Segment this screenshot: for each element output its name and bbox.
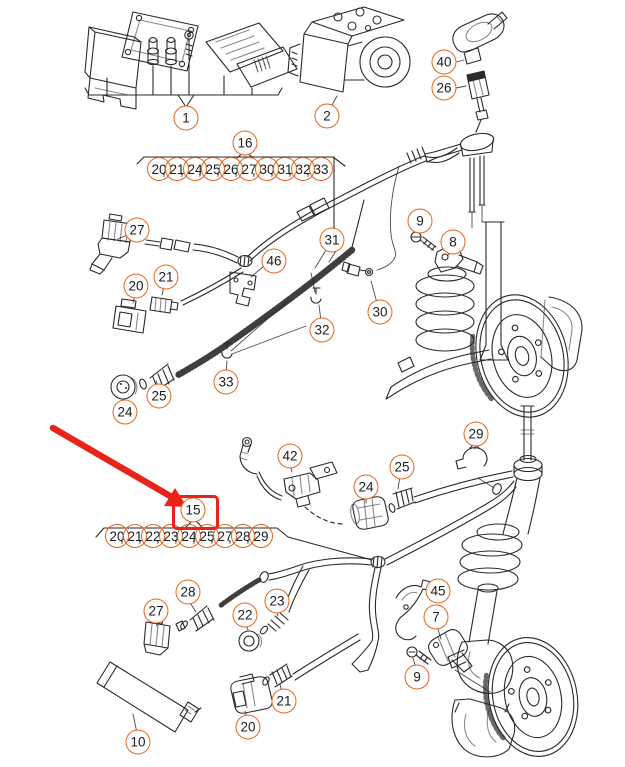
callout-part-8[interactable]: 8 (440, 229, 466, 255)
bolt-9a-drawing (410, 231, 437, 251)
front-strut-drawing (447, 405, 543, 694)
callout-part-40[interactable]: 40 (431, 49, 457, 75)
callout-part-27-upper[interactable]: 27 (124, 217, 150, 243)
callout-part-9-lower[interactable]: 9 (404, 664, 430, 690)
front-disc-drawing (451, 637, 579, 758)
callout-part-23[interactable]: 23 (264, 588, 290, 614)
callout-part-42[interactable]: 42 (277, 443, 303, 469)
callout-part-2[interactable]: 2 (314, 103, 340, 129)
callout-part-32[interactable]: 32 (309, 317, 335, 343)
callout-part-46[interactable]: 46 (261, 248, 287, 274)
callout-part-9-upper[interactable]: 9 (407, 208, 433, 234)
upper-harness-drawing (89, 146, 460, 400)
connector-20b-21b-drawing (230, 663, 293, 714)
red-pointer-arrow (49, 424, 187, 507)
callout-part-1[interactable]: 1 (173, 105, 199, 131)
front-sensor-42-drawing (239, 436, 346, 525)
callout-part-25-mid[interactable]: 25 (389, 454, 415, 480)
callout-row-group-15: 20, 21, 22, 23, 24, 25, 27, 28, 29 (105, 524, 273, 548)
callout-part-22[interactable]: 22 (232, 602, 258, 628)
row1-callout-33[interactable]: 33 (309, 157, 333, 181)
callout-part-30[interactable]: 30 (367, 299, 393, 325)
callout-part-10[interactable]: 10 (125, 729, 151, 755)
bolt-9b-drawing (406, 646, 432, 665)
grease-tube-drawing (96, 661, 202, 733)
callout-part-24-mid[interactable]: 24 (353, 474, 379, 500)
boot-25b-drawing (392, 470, 514, 510)
selected-callout-highlight (172, 495, 219, 530)
rear-suspension-drawing (385, 221, 583, 418)
clip-29-drawing (455, 443, 495, 489)
abs-hydraulic-unit-drawing (287, 6, 411, 93)
callout-part-21-lower[interactable]: 21 (271, 688, 297, 714)
callout-part-20-lower[interactable]: 20 (235, 714, 261, 740)
callout-part-25-upper[interactable]: 25 (146, 383, 172, 409)
callout-group-16[interactable]: 16 (232, 130, 258, 156)
callout-part-29[interactable]: 29 (463, 421, 489, 447)
rear-sensor-and-connector-drawing (424, 11, 508, 229)
abs-control-module-drawing (84, 11, 298, 110)
lower-harness-drawing (143, 480, 517, 681)
callout-part-27-lower[interactable]: 27 (143, 598, 169, 624)
callout-row-group-16: 20, 21, 24, 25, 26, 27, 30, 31, 32, 33 (147, 157, 333, 181)
callout-part-21-upper[interactable]: 21 (153, 264, 179, 290)
callout-part-33[interactable]: 33 (213, 369, 239, 395)
connector-24b-drawing (350, 496, 396, 530)
callout-part-24-upper[interactable]: 24 (112, 399, 138, 425)
bracket-45-drawing (395, 579, 432, 641)
wire-30-drawing (341, 165, 400, 277)
callout-group-15-selected[interactable]: 15 (180, 497, 206, 523)
callout-part-20-upper[interactable]: 20 (123, 273, 149, 299)
callout-part-7[interactable]: 7 (423, 604, 449, 630)
callout-part-28[interactable]: 28 (175, 579, 201, 605)
callout-part-45[interactable]: 45 (425, 578, 451, 604)
callout-part-26[interactable]: 26 (431, 75, 457, 101)
row2-callout-29[interactable]: 29 (249, 524, 273, 548)
sensor-7-drawing (428, 629, 473, 673)
callout-part-31[interactable]: 31 (319, 227, 345, 253)
